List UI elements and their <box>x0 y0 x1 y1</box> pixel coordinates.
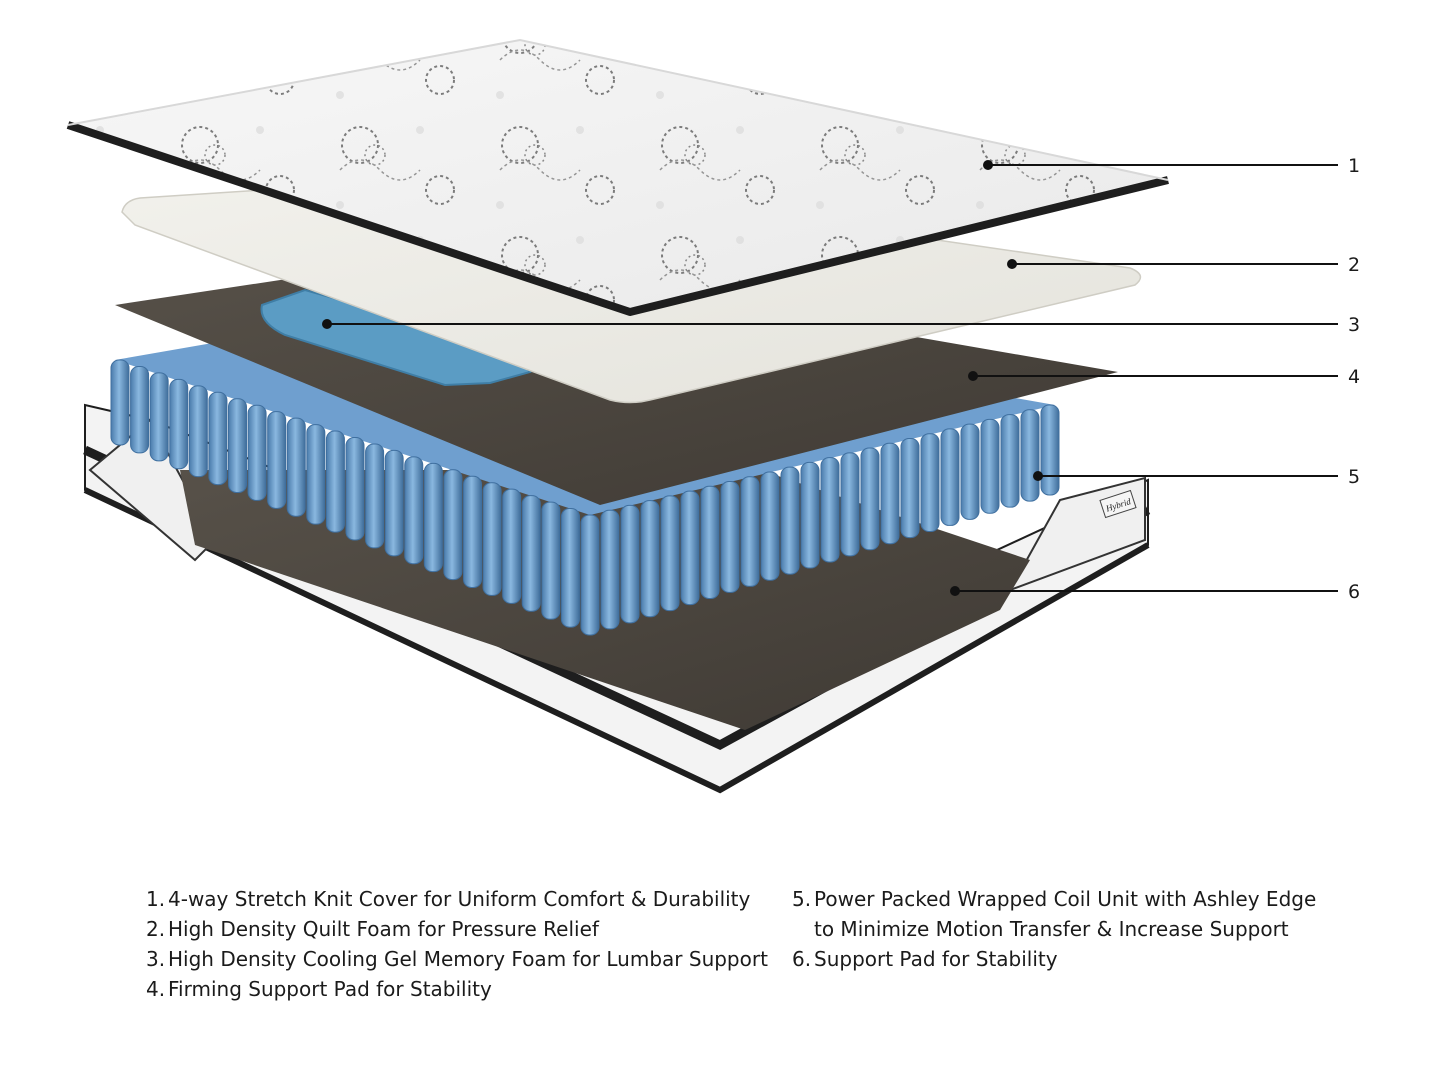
legend-number: 1. <box>146 887 166 911</box>
coil <box>1040 404 1060 496</box>
coil <box>760 471 780 581</box>
coil <box>228 398 247 493</box>
coil <box>1000 414 1020 508</box>
coil <box>600 509 620 630</box>
callout-leader-6 <box>950 586 1338 596</box>
coil <box>521 495 541 612</box>
coil <box>880 442 900 545</box>
coil <box>980 418 1000 514</box>
legend-item-1: 1. 4-way Stretch Knit Cover for Uniform … <box>146 884 768 914</box>
coil <box>860 447 880 551</box>
callout-leader-1 <box>983 160 1338 170</box>
callout-number-5: 5 <box>1347 466 1361 488</box>
legend-item-6: 6. Support Pad for Stability <box>792 944 1316 974</box>
coil <box>345 437 365 541</box>
coil <box>188 385 208 478</box>
hybrid-brand-tag: Hybrid <box>1099 489 1137 519</box>
legend-item-4: 4. Firming Support Pad for Stability <box>146 974 768 1004</box>
legend-left-column: 1. 4-way Stretch Knit Cover for Uniform … <box>146 884 768 1004</box>
coil <box>960 423 980 520</box>
callout-leader-4 <box>968 371 1338 381</box>
coil <box>482 482 502 596</box>
coil <box>247 404 267 501</box>
legend-number: 2. <box>146 917 166 941</box>
coil <box>900 437 920 539</box>
callout-number-4: 4 <box>1347 366 1361 388</box>
legend-item-5: 5. Power Packed Wrapped Coil Unit with A… <box>792 884 1316 944</box>
legend-text: High Density Quilt Foam for Pressure Rel… <box>168 917 599 941</box>
coil <box>463 475 482 588</box>
coil <box>365 443 385 549</box>
coil <box>286 417 306 517</box>
legend-number: 3. <box>146 947 166 971</box>
legend-text-line-1: Power Packed Wrapped Coil Unit with Ashl… <box>814 887 1317 911</box>
coil <box>130 365 150 454</box>
legend-text: Support Pad for Stability <box>814 947 1058 971</box>
coil <box>660 495 680 612</box>
coil <box>820 457 840 563</box>
coil <box>404 456 424 565</box>
coil <box>620 504 640 624</box>
coil <box>443 469 463 581</box>
legend-text: High Density Cooling Gel Memory Foam for… <box>168 947 768 971</box>
coil <box>384 449 404 557</box>
coil <box>680 490 700 606</box>
callout-leader-3 <box>322 319 1338 329</box>
callout-number-6: 6 <box>1347 581 1361 603</box>
legend-number: 5. <box>792 887 812 911</box>
callout-number-2: 2 <box>1347 254 1361 276</box>
legend-text: 4-way Stretch Knit Cover for Uniform Com… <box>168 887 751 911</box>
legend-right-column: 5. Power Packed Wrapped Coil Unit with A… <box>792 884 1316 974</box>
legend-item-3: 3. High Density Cooling Gel Memory Foam … <box>146 944 768 974</box>
coil <box>325 430 345 533</box>
coil <box>1020 409 1040 502</box>
coil <box>780 466 800 575</box>
callout-number-3: 3 <box>1347 314 1361 336</box>
coil <box>110 359 130 446</box>
coil <box>306 424 326 525</box>
callout-leader-5 <box>1033 471 1338 481</box>
coil <box>149 372 169 462</box>
coil <box>580 514 600 636</box>
coil <box>560 508 580 628</box>
coil <box>502 488 522 604</box>
legend-number: 4. <box>146 977 166 1001</box>
layer-1-knit-cover <box>66 38 1169 316</box>
coil <box>423 462 443 573</box>
legend-text: Power Packed Wrapped Coil Unit with Ashl… <box>814 884 1316 944</box>
coil <box>740 476 760 587</box>
coil <box>640 500 660 618</box>
coil <box>541 501 561 620</box>
legend-item-2: 2. High Density Quilt Foam for Pressure … <box>146 914 768 944</box>
legend-number: 6. <box>792 947 812 971</box>
coil <box>208 391 228 486</box>
legend-text-line-2: to Minimize Motion Transfer & Increase S… <box>814 917 1289 941</box>
callout-leader-2 <box>1007 259 1338 269</box>
coil <box>267 411 287 509</box>
coil <box>940 428 960 526</box>
coil <box>840 452 860 557</box>
coil <box>720 481 740 593</box>
coil <box>800 461 820 569</box>
legend-text: Firming Support Pad for Stability <box>168 977 492 1001</box>
coil <box>169 378 189 470</box>
coil <box>700 485 720 599</box>
callout-number-1: 1 <box>1347 155 1361 177</box>
coil <box>920 433 940 533</box>
callout-leaders <box>322 160 1338 596</box>
